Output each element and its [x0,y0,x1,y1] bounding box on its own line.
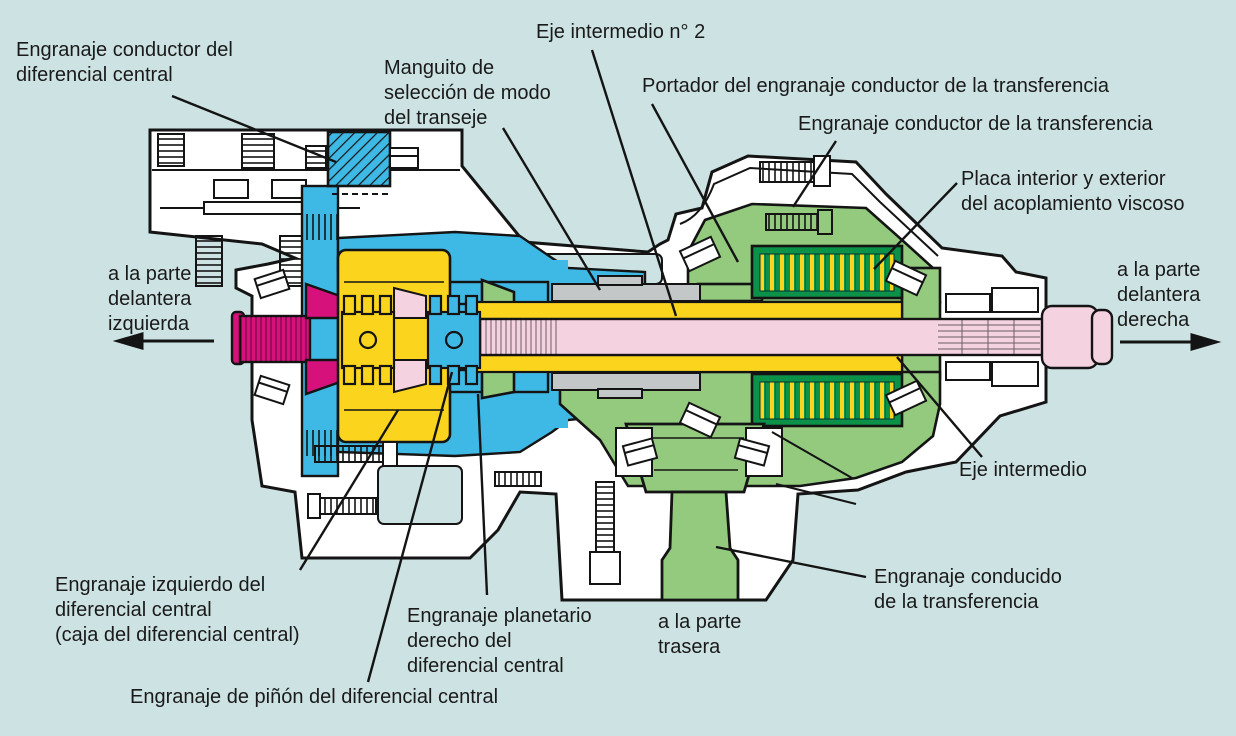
leader-eje-intermedio-n2 [590,49,678,317]
leader-engranaje-planetario [476,393,489,596]
label-eje-intermedio-n2: Eje intermedio n° 2 [536,21,706,43]
label-portador-engranaje-conductor: Portador del engranaje conductor de la t… [642,75,1109,97]
leader-engranaje-pinon [366,371,454,683]
right-output-joint [1040,304,1100,370]
leader-engranaje-conducido [715,545,867,579]
label-parte-delantera-derecha: a la parte delantera derecha [1117,259,1201,331]
front-left-arrow [112,332,214,350]
label-engranaje-planetario-derecho: Engranaje planetario derecho del diferen… [407,605,592,677]
viscous-coupling [750,244,904,428]
leader-lines [171,49,983,683]
leader-eje-intermedio [896,356,983,458]
label-parte-delantera-izquierda: a la parte delantera izquierda [108,263,192,335]
label-parte-trasera: a la parte trasera [658,611,742,658]
leader-placa-viscoso [873,182,958,270]
pinion-gear [426,294,482,386]
leader-engranaje-conductor-diferencial [171,94,337,164]
transfer-driven-gear [624,422,766,602]
mode-selection-sleeve [551,275,701,399]
left-side-gear [340,294,396,386]
label-engranaje-izquierdo: Engranaje izquierdo del diferencial cent… [55,574,300,646]
leader-engranaje-izquierdo [298,409,400,571]
housing-window-bottom [377,465,463,525]
shaft-spline-right [938,320,1040,354]
label-placa-acoplamiento-viscoso: Placa interior y exterior del acoplamien… [961,168,1185,215]
label-eje-intermedio: Eje intermedio [959,459,1087,481]
bolts [307,155,833,585]
label-engranaje-conductor-diferencial: Engranaje conductor del diferencial cent… [16,39,233,86]
front-right-arrow [1120,333,1222,351]
right-output-boot [1090,308,1114,366]
leader-engranaje-conductor-transferencia [791,140,838,208]
label-manguito-seleccion-modo: Manguito de selección de modo del transe… [384,57,551,129]
right-cv-joint [945,287,1039,387]
center-diff-drive-gear [326,130,392,195]
label-engranaje-conductor-transferencia: Engranaje conductor de la transferencia [798,113,1153,135]
left-output-shaft [230,282,342,396]
leader-portador [650,103,740,263]
label-engranaje-pinon: Engranaje de piñón del diferencial centr… [130,686,499,708]
tapered-roller-bearings [253,147,928,467]
leader-manguito [501,127,602,291]
label-engranaje-conducido: Engranaje conducido de la transferencia [874,566,1062,613]
right-planetary-gear [393,286,427,394]
